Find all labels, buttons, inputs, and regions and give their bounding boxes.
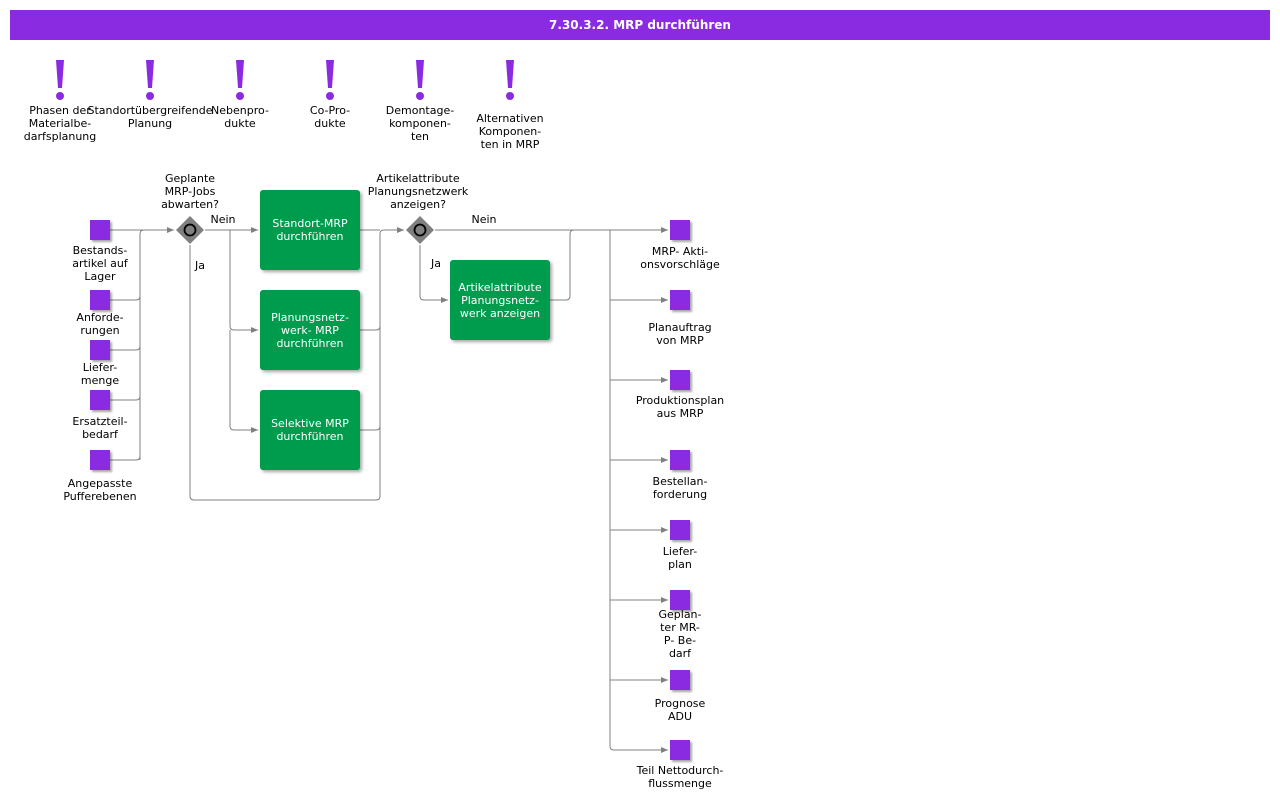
xor-gateway-icon[interactable] <box>405 215 435 245</box>
output-object[interactable] <box>670 670 690 690</box>
note-label: Nebenpro- dukte <box>211 104 269 130</box>
gateway-question: Geplante MRP-Jobs abwarten? <box>161 172 219 211</box>
exclamation-icon <box>416 60 424 100</box>
input-label: Bestands- artikel auf Lager <box>72 244 128 283</box>
exclamation-icon <box>506 60 514 100</box>
output-object[interactable] <box>670 450 690 470</box>
exclamation-icon <box>56 60 64 100</box>
diagram-title: 7.30.3.2. MRP durchführen <box>10 10 1270 40</box>
output-object[interactable] <box>670 290 690 310</box>
exclamation-icon <box>146 60 154 100</box>
output-label: Bestellan- forderung <box>652 475 708 501</box>
output-object[interactable] <box>670 740 690 760</box>
input-object[interactable] <box>90 220 110 240</box>
output-object[interactable] <box>670 590 690 610</box>
branch-label-yes: Ja <box>195 259 205 272</box>
output-label: Prognose ADU <box>654 697 706 723</box>
branch-label-no: Nein <box>471 213 497 226</box>
output-label: MRP- Akti- onsvorschläge <box>640 245 720 271</box>
output-label: Produktionsplan aus MRP <box>635 394 725 420</box>
function-standort-mrp[interactable]: Standort-MRP durchführen <box>260 190 360 270</box>
gateway-question: Artikelattribute Planungsnetzwerk anzeig… <box>367 172 469 211</box>
input-object[interactable] <box>90 450 110 470</box>
function-planungsnetzwerk-mrp[interactable]: Planungsnetz- werk- MRP durchführen <box>260 290 360 370</box>
output-object[interactable] <box>670 370 690 390</box>
input-label: Anforde- rungen <box>76 311 124 337</box>
output-label: Liefer- plan <box>662 545 698 571</box>
output-object[interactable] <box>670 220 690 240</box>
input-label: Angepasste Pufferebenen <box>63 477 137 503</box>
output-object[interactable] <box>670 520 690 540</box>
output-label: Planauftrag von MRP <box>648 321 712 347</box>
note-label: Co-Pro- dukte <box>309 104 351 130</box>
note-label: Alternativen Komponen- ten in MRP <box>476 112 544 151</box>
function-selektive-mrp[interactable]: Selektive MRP durchführen <box>260 390 360 470</box>
note-label: Phasen der Materialbe- darfsplanung <box>23 104 97 143</box>
exclamation-icon <box>236 60 244 100</box>
input-object[interactable] <box>90 390 110 410</box>
output-label: Teil Nettodurch- flussmenge <box>636 764 724 790</box>
function-artikelattribute-anzeigen[interactable]: Artikelattribute Planungsnetz- werk anze… <box>450 260 550 340</box>
branch-label-yes: Ja <box>431 257 441 270</box>
exclamation-icon <box>326 60 334 100</box>
note-label: Demontage- komponen- ten <box>385 104 455 143</box>
note-label: Standortübergreifende Planung <box>87 104 213 130</box>
input-label: Ersatzteil- bedarf <box>72 415 128 441</box>
branch-label-no: Nein <box>210 213 236 226</box>
xor-gateway-icon[interactable] <box>175 215 205 245</box>
input-object[interactable] <box>90 290 110 310</box>
input-label: Liefer- menge <box>80 361 120 387</box>
input-object[interactable] <box>90 340 110 360</box>
output-label: Geplan- ter MR- P- Be- darf <box>658 608 702 660</box>
